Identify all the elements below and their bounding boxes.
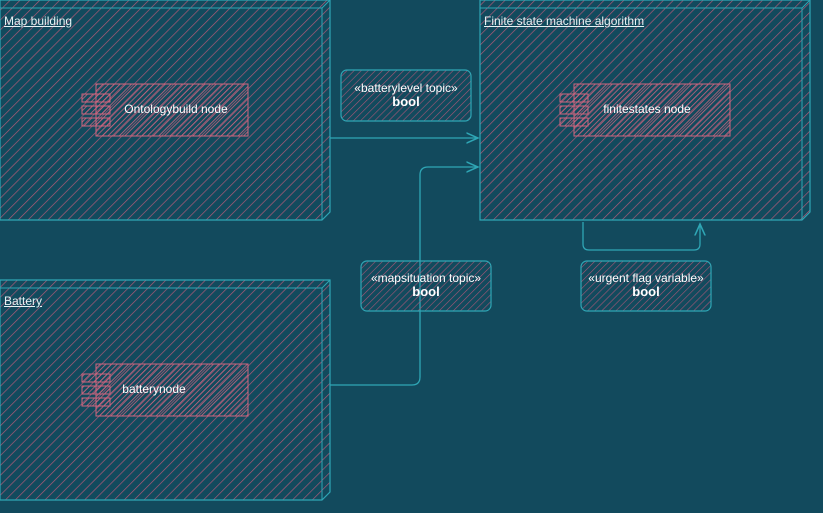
message-batterylevel-type: bool bbox=[392, 94, 420, 109]
message-mapsituation-stereotype: «mapsituation topic» bbox=[370, 271, 482, 285]
component-label-batterynode: batterynode bbox=[122, 382, 186, 396]
message-urgent: «urgent flag variable» bool bbox=[588, 271, 703, 299]
package-label-finite-state: Finite state machine algorithm bbox=[484, 14, 645, 28]
package-label-battery: Battery bbox=[4, 294, 43, 308]
edge-fsm-self-loop[interactable] bbox=[582, 222, 700, 251]
message-box-mapsituation[interactable] bbox=[360, 260, 492, 312]
message-mapsituation: «mapsituation topic» bool bbox=[371, 271, 481, 299]
message-box-batterylevel[interactable] bbox=[340, 69, 472, 122]
component-label-finitestates: finitestates node bbox=[603, 102, 691, 116]
message-urgent-stereotype: «urgent flag variable» bbox=[588, 271, 704, 285]
component-finitestates-node[interactable] bbox=[559, 83, 731, 137]
message-batterylevel-stereotype: «batterylevel topic» bbox=[354, 81, 458, 95]
message-urgent-type: bool bbox=[632, 284, 660, 299]
message-mapsituation-type: bool bbox=[412, 284, 440, 299]
component-label-ontologybuild: Ontologybuild node bbox=[124, 102, 228, 116]
package-label-map-building: Map building bbox=[4, 14, 73, 28]
message-batterylevel: «batterylevel topic» bool bbox=[354, 81, 457, 109]
message-box-urgent[interactable] bbox=[580, 260, 712, 312]
component-batterynode[interactable] bbox=[81, 363, 249, 417]
component-ontologybuild-node[interactable] bbox=[81, 83, 249, 137]
